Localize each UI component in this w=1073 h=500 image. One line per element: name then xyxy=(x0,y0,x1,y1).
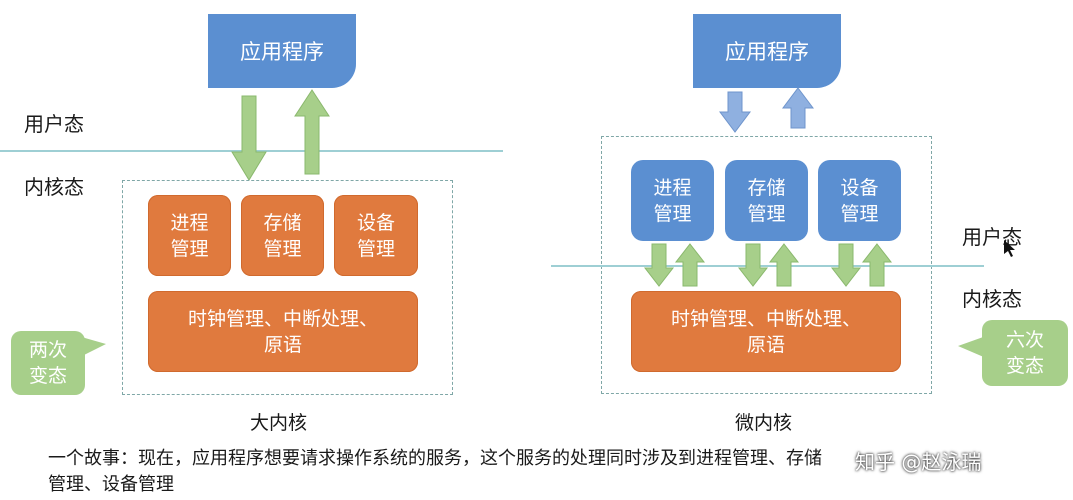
left-app-box: 应用程序 xyxy=(208,14,356,88)
right-app-label: 应用程序 xyxy=(725,40,809,64)
right-storage-up-arrow xyxy=(768,243,800,287)
right-user-mode-label: 用户态 xyxy=(962,225,1022,249)
left-up-arrow xyxy=(294,89,330,175)
left-kernel-mode-label: 内核态 xyxy=(24,175,84,199)
left-app-label: 应用程序 xyxy=(240,40,324,64)
right-module-process: 进程管理 xyxy=(631,160,714,241)
right-callout-tail xyxy=(958,336,986,358)
left-callout-tail xyxy=(78,336,106,358)
right-callout: 六次变态 xyxy=(982,320,1068,386)
left-user-mode-label: 用户态 xyxy=(24,112,84,136)
right-process-up-arrow xyxy=(674,243,706,287)
right-up-arrow xyxy=(782,87,814,129)
right-module-device: 设备管理 xyxy=(818,160,901,241)
right-device-up-arrow xyxy=(861,243,893,287)
right-down-arrow xyxy=(719,91,751,133)
left-caption: 大内核 xyxy=(250,412,308,434)
right-process-down-arrow xyxy=(643,243,675,287)
right-device-down-arrow xyxy=(830,243,862,287)
left-callout: 两次变态 xyxy=(11,331,85,395)
story-text: 一个故事：现在，应用程序想要请求操作系统的服务，这个服务的处理同时涉及到进程管理… xyxy=(48,446,1058,498)
story-line-2: 管理、设备管理 xyxy=(48,474,174,495)
left-module-storage: 存储管理 xyxy=(241,195,324,276)
left-base-services: 时钟管理、中断处理、原语 xyxy=(148,291,418,372)
left-kernel-container xyxy=(122,180,453,395)
right-storage-down-arrow xyxy=(737,243,769,287)
right-kernel-mode-label: 内核态 xyxy=(962,287,1022,311)
cursor-icon xyxy=(1004,240,1015,257)
right-module-storage: 存储管理 xyxy=(725,160,808,241)
left-module-device: 设备管理 xyxy=(334,195,418,276)
right-mode-boundary-line xyxy=(551,265,984,267)
story-line-1: 一个故事：现在，应用程序想要请求操作系统的服务，这个服务的处理同时涉及到进程管理… xyxy=(48,448,822,469)
right-caption: 微内核 xyxy=(735,412,793,434)
right-app-box: 应用程序 xyxy=(693,14,841,88)
left-module-process: 进程管理 xyxy=(148,195,231,276)
left-down-arrow xyxy=(231,95,267,181)
right-base-services: 时钟管理、中断处理、原语 xyxy=(631,291,901,372)
watermark: 知乎 @赵泳瑞 xyxy=(855,450,982,474)
